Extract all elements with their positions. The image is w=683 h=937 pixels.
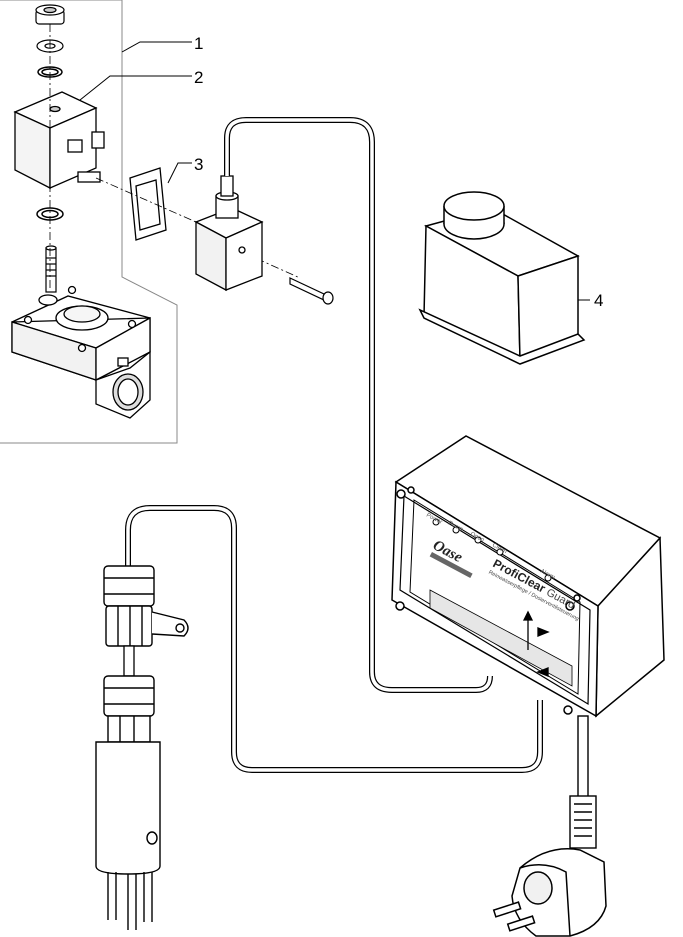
control-unit [391, 435, 665, 718]
valve-body [11, 285, 151, 419]
valve-plunger [45, 245, 57, 293]
connector-gasket [129, 167, 167, 241]
callout-2: 2 [194, 68, 203, 87]
sensor-fitting-upper [103, 565, 189, 647]
power-plug [492, 848, 607, 937]
valve-detail-frame [0, 0, 178, 444]
power-cord [569, 715, 597, 849]
sensor-probe [95, 741, 161, 930]
led-indicators [432, 518, 552, 582]
callout-1: 1 [194, 34, 203, 53]
panel-arrows [522, 610, 550, 677]
sensor-cable-link [123, 645, 135, 677]
callout-3: 3 [194, 155, 203, 174]
sensor-fitting-lower [103, 675, 155, 743]
callout-4: 4 [594, 291, 603, 310]
connector-screw [289, 277, 334, 305]
valve-top-nut [35, 4, 65, 25]
valve-plug-connector [194, 175, 264, 292]
solenoid-coil [13, 91, 105, 190]
alignment-lines [49, 24, 301, 290]
brand-bar [429, 552, 473, 579]
protective-cover [418, 191, 586, 365]
